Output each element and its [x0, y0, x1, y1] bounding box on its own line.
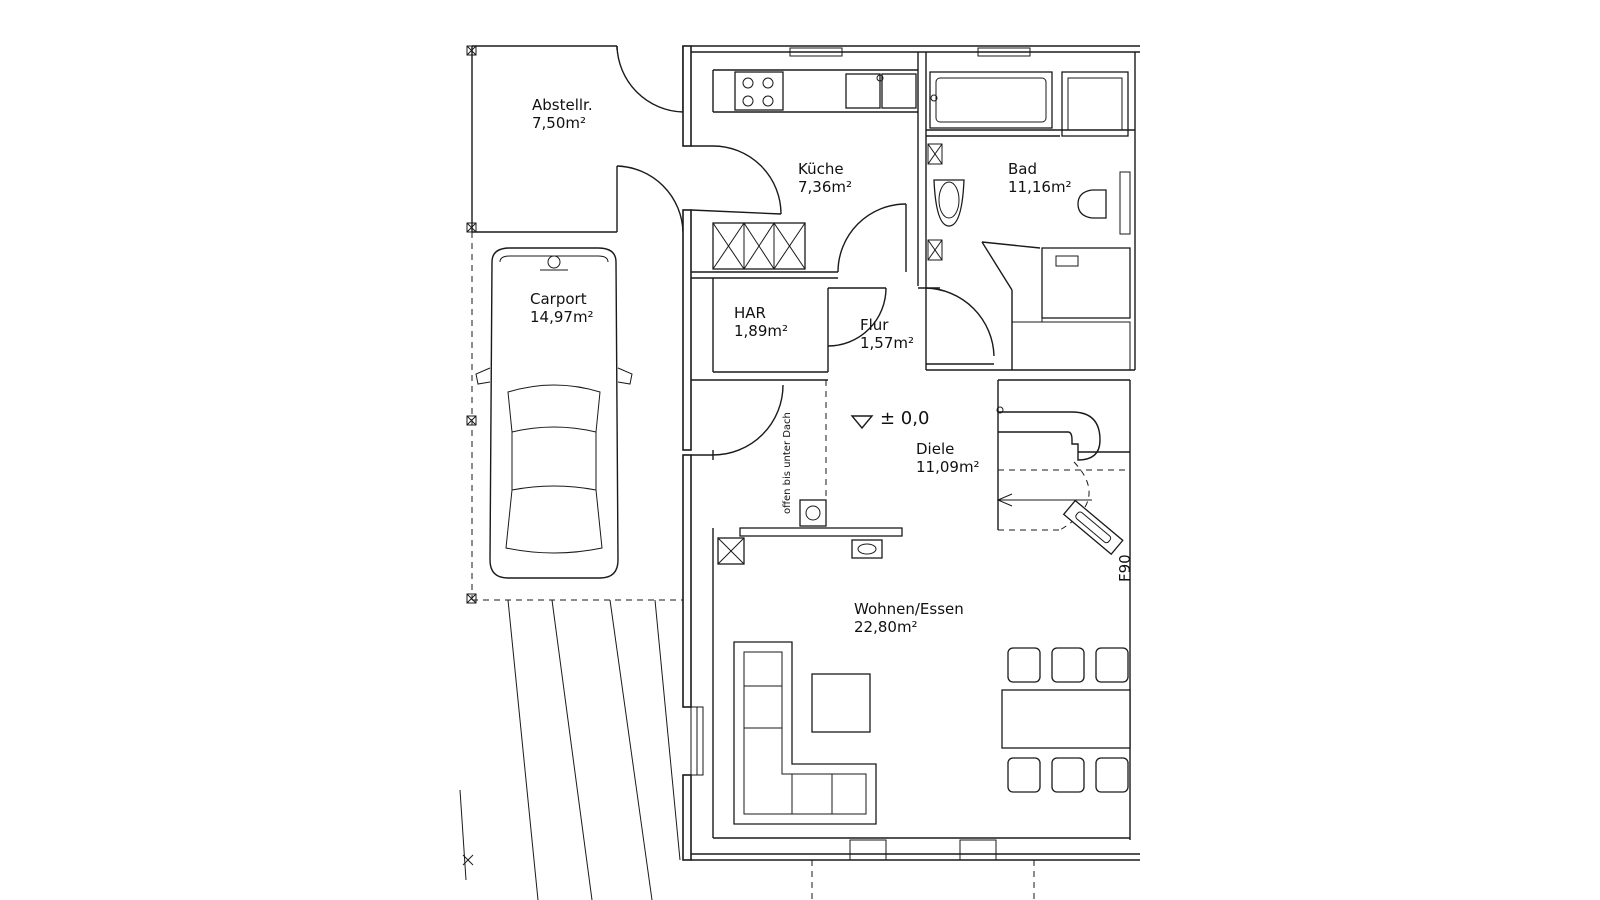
driveway-lines: [459, 599, 681, 900]
chair-icon: [1051, 647, 1085, 683]
dining-table-icon: [1001, 689, 1131, 749]
car-icon: [475, 247, 633, 579]
sofa-icon: [733, 641, 877, 825]
room-name-bad: Bad: [1008, 160, 1037, 178]
chair-icon: [1007, 647, 1041, 683]
room-area-abstellraum: 7,50m²: [532, 114, 586, 132]
sink-icon: [845, 73, 881, 109]
staircase: [996, 379, 1130, 556]
room-name-flur: Flur: [860, 316, 889, 334]
room-area-carport: 14,97m²: [530, 308, 594, 326]
bathtub-icon: [929, 71, 1053, 129]
room-area-bad: 11,16m²: [1008, 178, 1072, 196]
room-name-wohnen: Wohnen/Essen: [854, 600, 964, 618]
chair-icon: [1051, 757, 1085, 793]
level-marker-icon: [850, 415, 874, 430]
house-walls: [682, 45, 1140, 900]
room-name-carport: Carport: [530, 290, 587, 308]
room-area-wohnen: 22,80m²: [854, 618, 918, 636]
stair-handrail-icon: [1062, 499, 1124, 556]
bathroom: [926, 71, 1135, 371]
shower-icon: [1041, 247, 1131, 319]
room-name-diele: Diele: [916, 440, 954, 458]
carport-posts: [466, 45, 477, 604]
room-area-kueche: 7,36m²: [798, 178, 852, 196]
room-area-flur: 1,57m²: [860, 334, 914, 352]
room-area-diele: 11,09m²: [916, 458, 980, 476]
stove-chimney-icon: [799, 499, 827, 527]
kitchen: [690, 52, 927, 279]
room-area-har: 1,89m²: [734, 322, 788, 340]
carport-area: [459, 45, 692, 900]
open-to-roof-note: offen bis unter Dach: [782, 412, 793, 514]
fire-rating-label: F90: [1116, 554, 1134, 582]
level-marker-label: ± 0,0: [880, 408, 929, 429]
counter-icon: [739, 527, 903, 537]
har-flur: [691, 203, 1135, 500]
chair-icon: [1095, 647, 1129, 683]
living-furniture: [733, 641, 1131, 825]
chair-icon: [1007, 757, 1041, 793]
toilet-icon: [1077, 189, 1107, 219]
room-name-abstellraum: Abstellr.: [532, 96, 593, 114]
coffee-table-icon: [811, 673, 871, 733]
chair-icon: [1095, 757, 1129, 793]
stove-icon: [734, 71, 784, 111]
room-name-kueche: Küche: [798, 160, 844, 178]
washbasin-icon: [933, 179, 965, 227]
room-name-har: HAR: [734, 304, 766, 322]
entrance: [691, 384, 1130, 839]
